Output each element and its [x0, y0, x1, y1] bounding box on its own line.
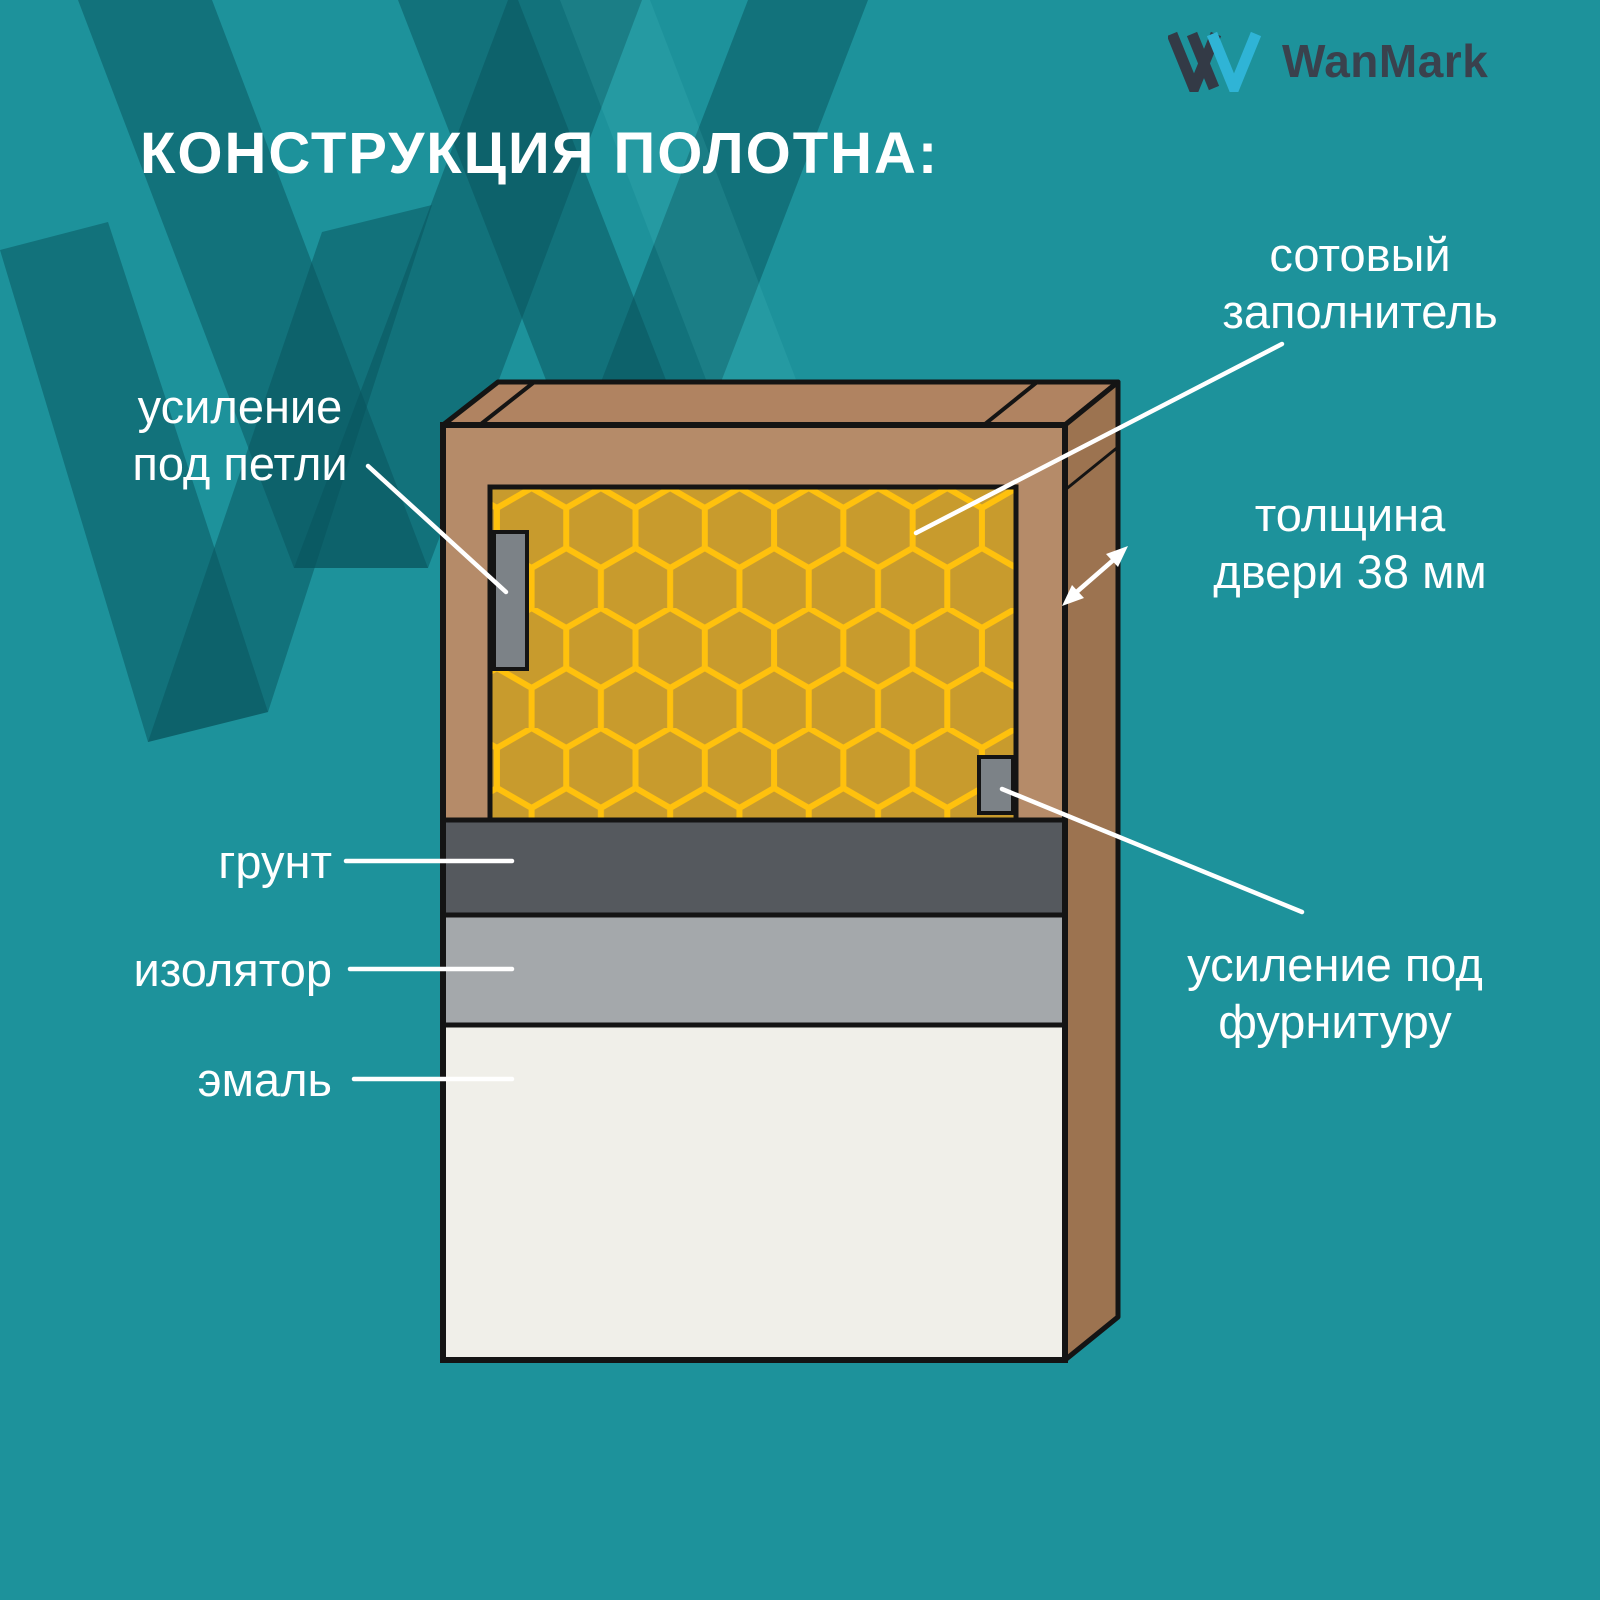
brand-logo: WanMark: [1168, 30, 1488, 92]
w-pattern-highlight: [560, 0, 800, 390]
hardware-reinforcement-block: [977, 755, 1015, 815]
callout-door-thickness: толщина двери 38 мм: [1213, 488, 1487, 599]
brand-name: WanMark: [1282, 35, 1489, 87]
page-title: КОНСТРУКЦИЯ ПОЛОТНА:: [140, 121, 940, 186]
callout-hardware-reinforcement: усиление под фурнитуру: [1187, 938, 1483, 1049]
insulator-layer-band: [440, 912, 1068, 1028]
door-side-face-seam: [1064, 445, 1119, 492]
callout-honeycomb-filler: сотовый заполнитель: [1222, 228, 1498, 339]
callout-enamel: эмаль: [197, 1053, 332, 1106]
thickness-arrowhead-left: [1062, 585, 1084, 606]
primer-layer-band: [440, 817, 1068, 918]
door-front-outline: [440, 422, 1068, 1363]
callout-hinge-reinforcement: усиление под петли: [132, 380, 348, 491]
enamel-layer-band: [440, 1022, 1068, 1363]
leader-hinge: [365, 463, 509, 595]
door-top-face: [440, 379, 1121, 428]
leader-lines: [343, 341, 1305, 1082]
thickness-arrowhead-right: [1106, 546, 1128, 567]
door-top-face-seam-left: [479, 381, 535, 426]
honeycomb-panel: [487, 484, 1019, 823]
thickness-arrow-line: [1069, 553, 1121, 599]
leader-hardware: [999, 786, 1305, 915]
door-side-face: [1062, 379, 1121, 1363]
callout-primer: грунт: [218, 835, 332, 888]
hinge-reinforcement-block: [492, 530, 529, 671]
wanmark-logo-icon: [1168, 31, 1262, 92]
callout-insulator: изолятор: [133, 943, 332, 996]
w-pattern-stripes: [0, 0, 868, 742]
door-top-face-seam-right: [983, 381, 1038, 426]
leader-honeycomb: [913, 341, 1285, 536]
